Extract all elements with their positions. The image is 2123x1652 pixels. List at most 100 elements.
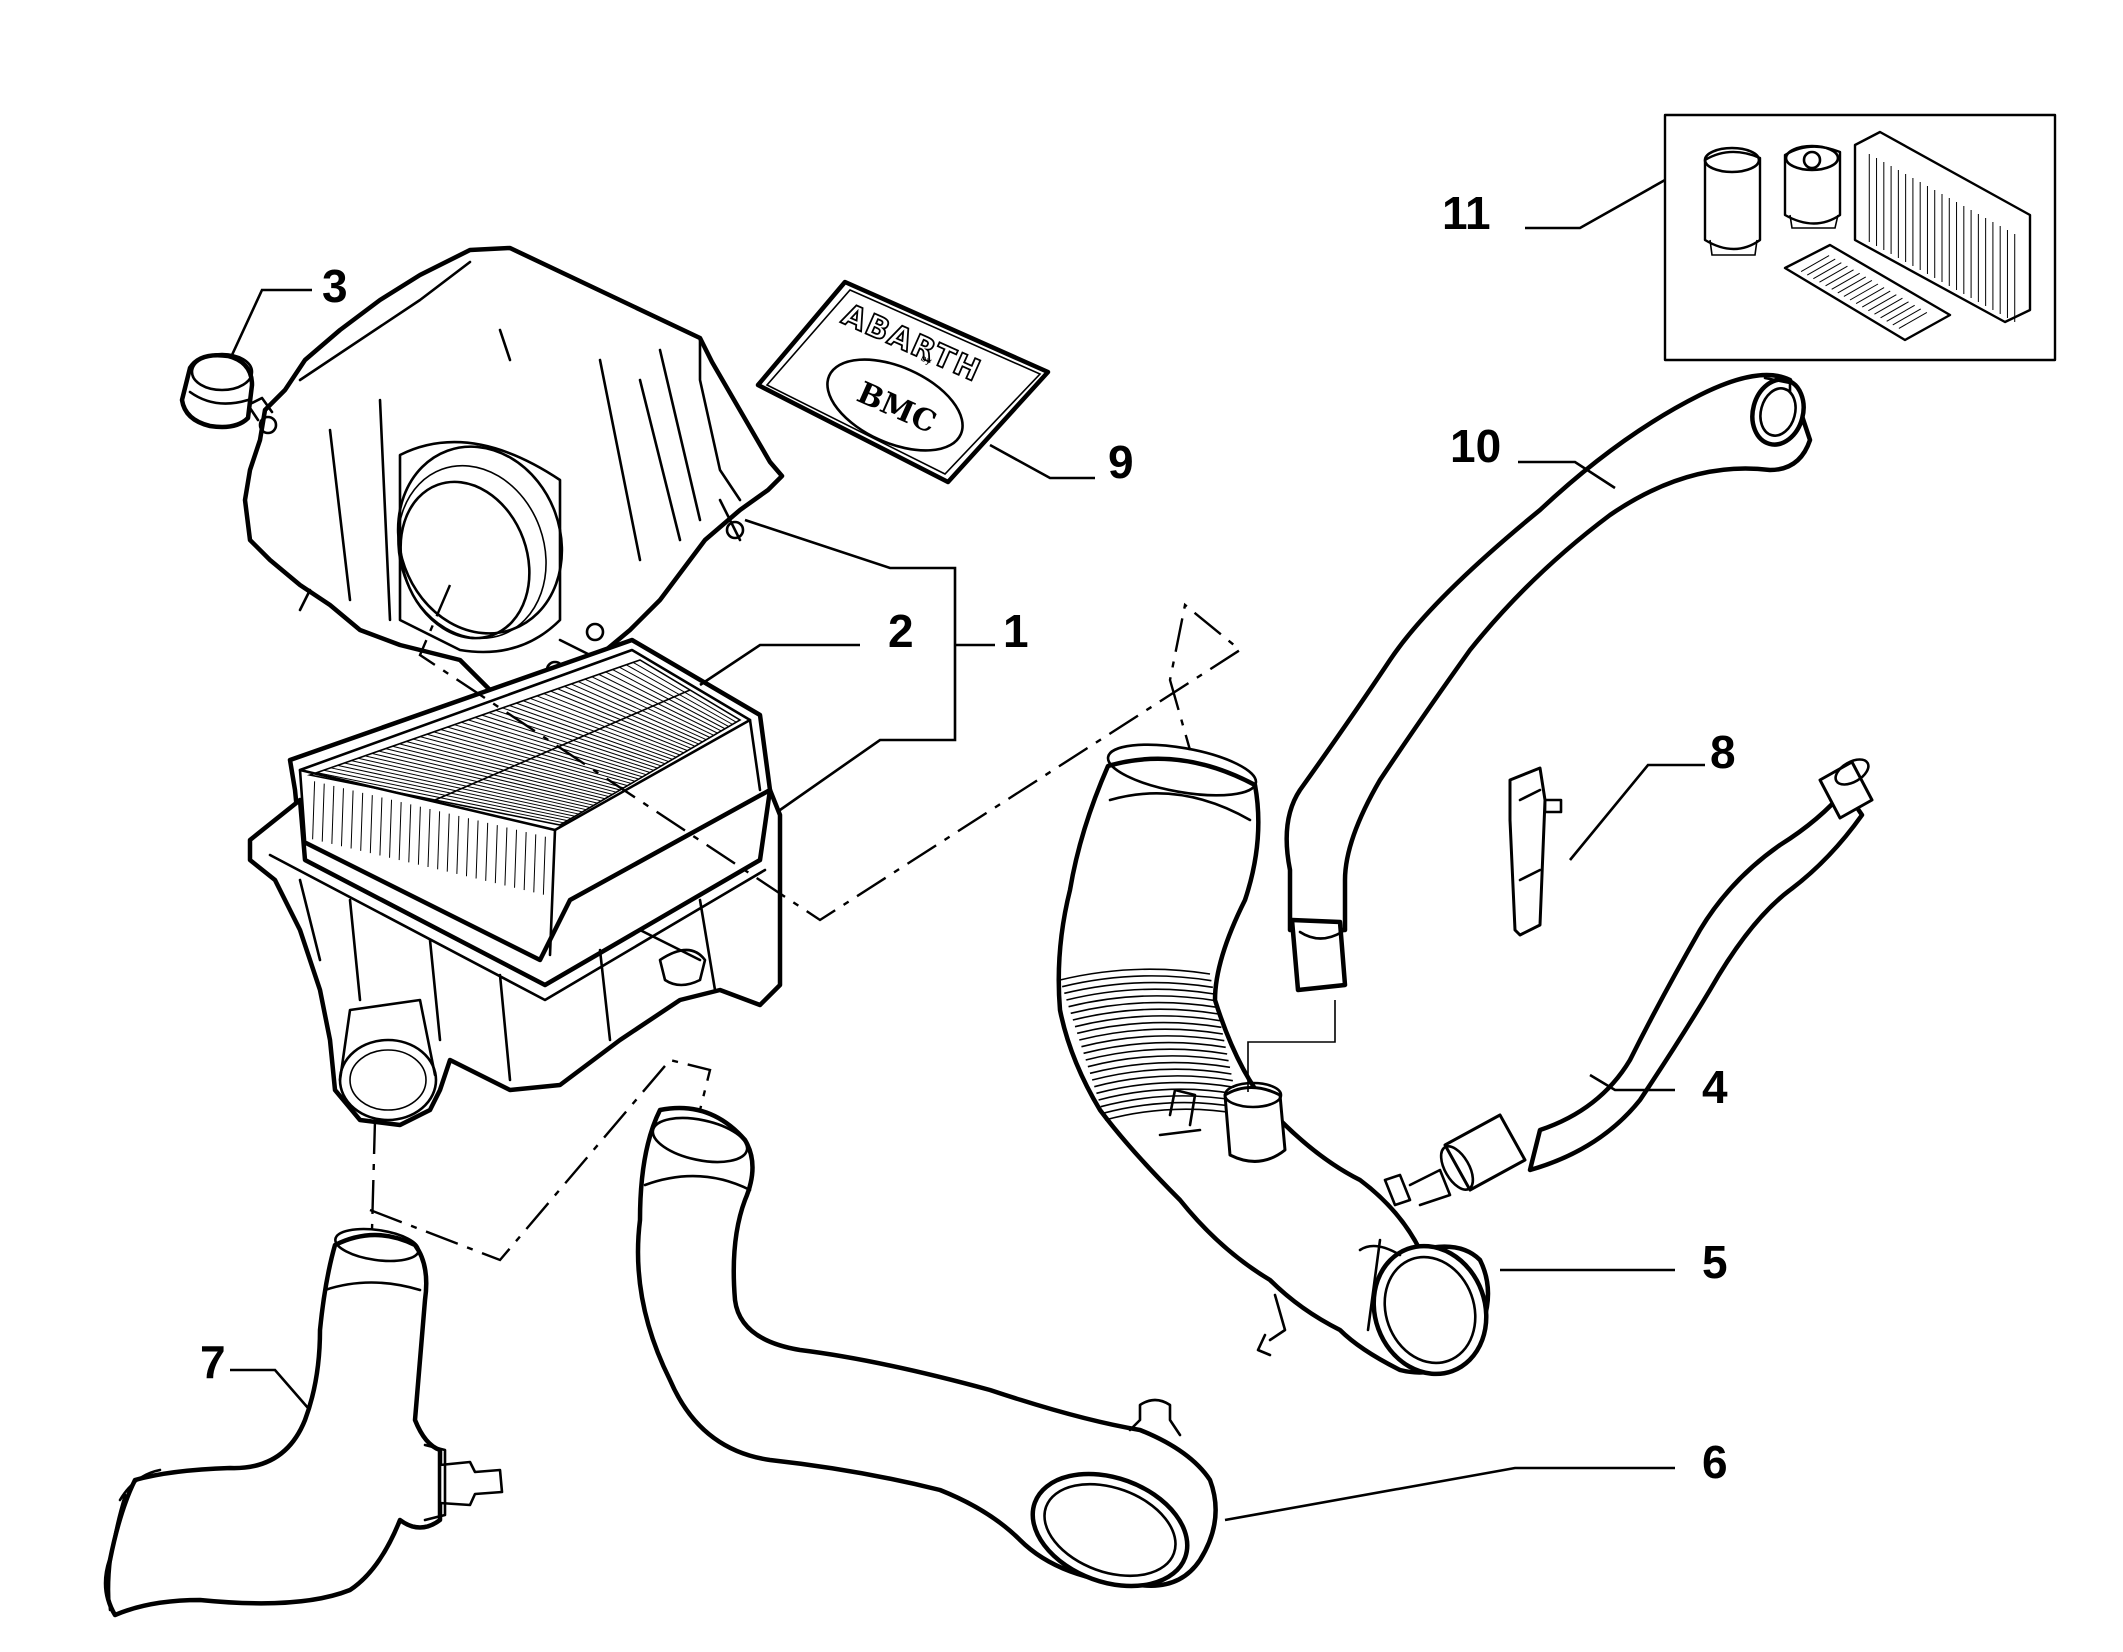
pattern-line <box>1831 272 1860 290</box>
panel-filter-pleats <box>1868 154 2016 322</box>
leader-10 <box>1518 460 1616 490</box>
pattern-line <box>1813 262 1842 280</box>
callout-6: 6 <box>1702 1436 1728 1488</box>
intake-bellows <box>1059 968 1241 1121</box>
pattern-line <box>514 829 518 888</box>
breather-hose <box>1439 758 1874 1192</box>
bellows-ring <box>1100 1095 1238 1108</box>
intake-hose <box>635 1105 1218 1589</box>
outlet-hose <box>103 1227 504 1618</box>
bellows-ring <box>1094 1075 1233 1088</box>
callout-9: 9 <box>1108 436 1134 488</box>
pattern-line <box>1800 255 1830 272</box>
abarth-bmc-decal: ABARTH by BMC <box>755 279 1051 485</box>
callout-leaders <box>230 178 1705 1522</box>
bellows-ring <box>1068 995 1216 1008</box>
decal-small-text: by <box>919 354 934 368</box>
pattern-line <box>523 832 527 891</box>
pattern-line <box>427 808 431 868</box>
pattern-line <box>1855 287 1885 304</box>
bellows-ring <box>1070 1001 1218 1015</box>
pattern-line <box>1868 294 1897 312</box>
pattern-line <box>1806 258 1836 276</box>
pattern-line <box>437 811 441 870</box>
leader-6 <box>1224 1466 1675 1522</box>
pattern-line <box>1825 269 1854 287</box>
leader-9 <box>989 443 1095 480</box>
pattern-line <box>340 788 344 847</box>
service-kit-box <box>1663 113 2057 362</box>
bellows-ring <box>1061 975 1212 988</box>
pattern-line <box>1886 304 1915 322</box>
bellows-ring <box>1085 1048 1228 1061</box>
callout-2: 2 <box>888 605 914 657</box>
air-filter-element <box>287 637 773 963</box>
pattern-line <box>1880 301 1909 319</box>
pattern-line <box>1843 280 1873 297</box>
pattern-line <box>434 689 691 801</box>
bellows-ring <box>1087 1055 1229 1068</box>
leader-10b <box>1247 1000 1336 1092</box>
bellows-ring <box>1102 1101 1239 1115</box>
pattern-line <box>542 836 546 895</box>
mounting-bracket <box>1508 766 1563 937</box>
bellows-ring <box>1059 968 1211 981</box>
bellows-ring <box>1064 981 1213 995</box>
pattern-line <box>475 820 479 879</box>
leader-1 <box>744 518 957 812</box>
bellows-ring <box>1083 1041 1226 1055</box>
callout-8: 8 <box>1710 726 1736 778</box>
bellows-ring <box>1074 1015 1221 1028</box>
callout-10: 10 <box>1450 420 1501 472</box>
pattern-line <box>446 813 450 872</box>
pattern-line <box>398 802 402 861</box>
airbox-lower-housing <box>247 787 783 1128</box>
bellows-ring <box>1066 988 1215 1001</box>
intake-pipe <box>1056 743 1491 1377</box>
callout-1: 1 <box>1003 605 1029 657</box>
filter-pleats-side <box>312 781 546 895</box>
pattern-line <box>360 792 364 851</box>
pattern-line <box>1898 312 1928 329</box>
bellows-ring <box>1076 1021 1222 1035</box>
bellows-ring <box>1091 1068 1232 1081</box>
leader-8 <box>1568 763 1705 861</box>
pattern-line <box>1849 283 1879 301</box>
pattern-line <box>1892 308 1922 326</box>
pattern-line <box>350 790 354 849</box>
pattern-line <box>331 785 335 844</box>
pattern-line <box>485 822 489 881</box>
leader-11 <box>1525 178 1666 230</box>
callout-numbers: 3 2 1 9 11 10 8 4 5 6 7 <box>200 187 1736 1488</box>
cabin-filter-pleats <box>1800 255 1928 329</box>
pattern-line <box>312 781 316 840</box>
bellows-ring <box>1079 1028 1223 1041</box>
bellows-ring <box>1096 1081 1235 1095</box>
pattern-line <box>369 795 373 854</box>
callout-3: 3 <box>322 260 348 312</box>
pattern-line <box>417 806 421 865</box>
pattern-line <box>321 783 325 842</box>
leader-7 <box>230 1368 309 1409</box>
assembly-centerlines <box>369 584 1243 1262</box>
pattern-line <box>408 804 412 863</box>
pattern-line <box>389 799 393 858</box>
airbox-cover <box>242 245 785 708</box>
pattern-line <box>1837 276 1867 294</box>
callout-4: 4 <box>1702 1061 1728 1113</box>
leader-4 <box>1589 1073 1675 1092</box>
bellows-ring <box>1089 1061 1231 1075</box>
pattern-line <box>494 825 498 884</box>
filter-pleats <box>316 661 737 824</box>
bellows-ring <box>1081 1035 1225 1048</box>
pattern-line <box>1819 265 1848 283</box>
callout-7: 7 <box>200 1336 226 1388</box>
bellows-ring <box>1072 1008 1219 1021</box>
pattern-line <box>379 797 383 856</box>
leader-2 <box>699 643 860 687</box>
pattern-line <box>1861 290 1891 308</box>
coolant-hose <box>1284 372 1813 993</box>
callout-11: 11 <box>1442 187 1491 239</box>
grommet <box>179 352 255 430</box>
